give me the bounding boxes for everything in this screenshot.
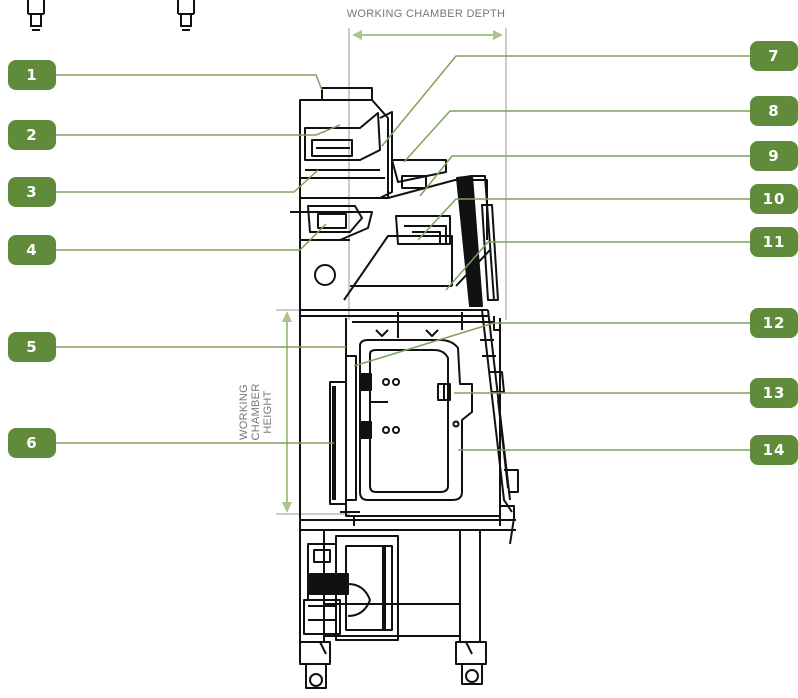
callout-badge-12: 12 [750, 308, 798, 338]
height-dimension-label-line-1: WORKING [238, 384, 250, 440]
callout-leader-lines [54, 55, 752, 451]
callout-badge-11: 11 [750, 227, 798, 257]
cabinet-body [290, 87, 519, 689]
height-dimension-label-line-3: HEIGHT [262, 390, 274, 433]
callout-badge-2: 2 [8, 120, 56, 150]
callout-badge-8: 8 [750, 96, 798, 126]
height-dimension: WORKING CHAMBER HEIGHT [238, 309, 350, 515]
callout-badge-6: 6 [8, 428, 56, 458]
callout-badge-13: 13 [750, 378, 798, 408]
callout-badge-5: 5 [8, 332, 56, 362]
callout-badge-4: 4 [8, 235, 56, 265]
callout-badge-14: 14 [750, 435, 798, 465]
callout-badge-7: 7 [750, 41, 798, 71]
callout-badge-9: 9 [750, 141, 798, 171]
depth-dimension-label: WORKING CHAMBER DEPTH [347, 8, 505, 20]
top-leveling-feet [27, 0, 195, 31]
callout-badge-1: 1 [8, 60, 56, 90]
depth-dimension: WORKING CHAMBER DEPTH [347, 8, 507, 320]
height-dimension-label-line-2: CHAMBER [250, 383, 262, 440]
callout-badge-10: 10 [750, 184, 798, 214]
callout-badge-3: 3 [8, 177, 56, 207]
